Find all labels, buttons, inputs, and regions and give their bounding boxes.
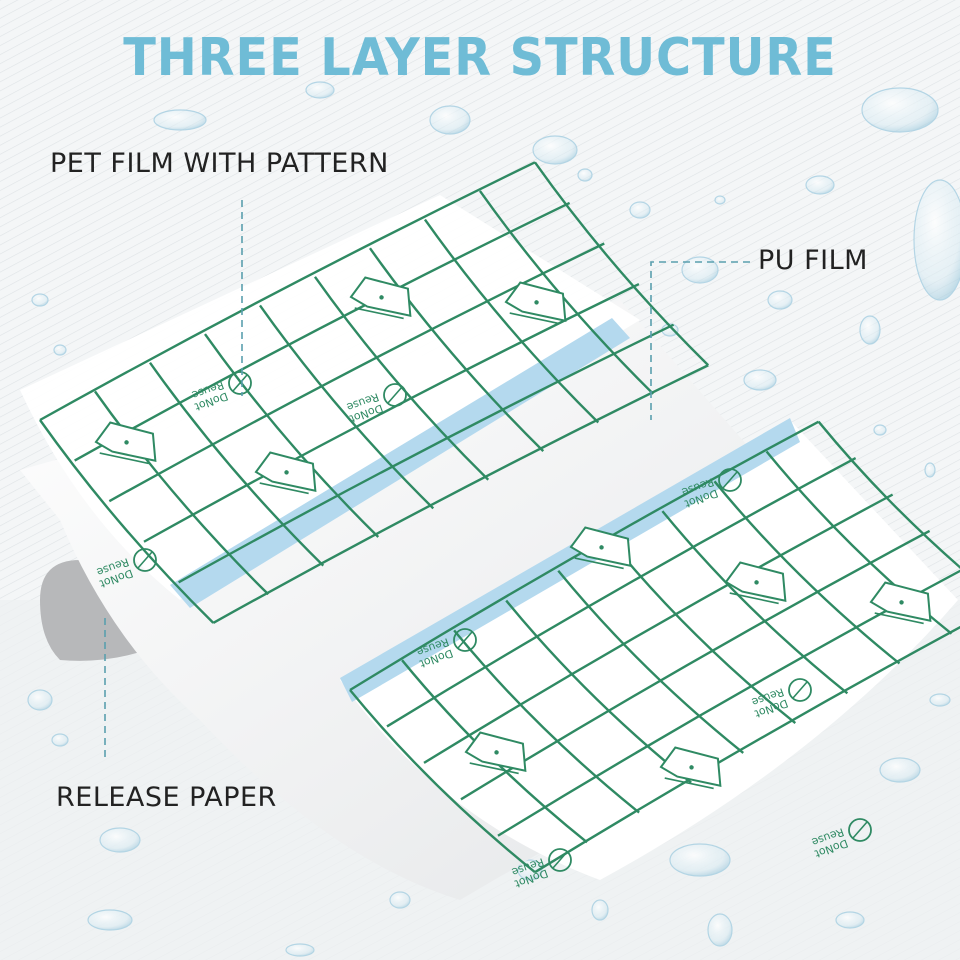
grid-line — [368, 247, 545, 452]
grid-line — [423, 218, 600, 424]
grid-line — [212, 364, 709, 624]
water-drop — [805, 175, 835, 195]
grid-line — [533, 161, 710, 367]
sheet-icon — [569, 526, 632, 570]
sheet-icon — [504, 281, 567, 325]
water-drop — [873, 424, 887, 436]
grid-line — [386, 457, 857, 728]
water-drop — [591, 899, 609, 921]
grid-line — [74, 201, 571, 462]
water-drop — [99, 827, 141, 853]
water-drop — [153, 109, 207, 131]
water-drop — [924, 462, 936, 478]
water-drop — [861, 87, 939, 133]
grid-line — [143, 282, 640, 543]
water-drop — [929, 693, 951, 707]
sheet-icon — [869, 581, 932, 625]
grid-line — [713, 480, 901, 665]
water-drop — [879, 757, 921, 783]
page-title: THREE LAYER STRUCTURE — [123, 28, 837, 88]
grid-line — [817, 420, 960, 569]
water-drop — [517, 859, 543, 881]
water-drop — [532, 135, 578, 165]
grid-line — [313, 276, 490, 481]
grid-line — [39, 161, 536, 422]
water-drop — [389, 891, 411, 909]
water-drop — [859, 315, 881, 345]
leader-lines — [104, 200, 750, 760]
water-drop — [577, 168, 593, 182]
grid-line — [453, 629, 640, 814]
grid-line — [258, 304, 435, 510]
sheet-icon — [659, 746, 722, 790]
grid-line — [149, 362, 325, 567]
sheet-icon — [724, 561, 787, 605]
water-drop — [714, 195, 726, 205]
water-drop — [681, 256, 719, 284]
grid-line — [178, 323, 675, 584]
water-drop — [31, 293, 49, 307]
grid-line — [204, 333, 380, 538]
water-drop — [767, 290, 793, 310]
water-drop — [53, 344, 67, 356]
grid-line — [423, 493, 894, 764]
label-pu-film: PU FILM — [758, 245, 868, 276]
water-droplets — [27, 81, 960, 957]
grid-line — [349, 689, 536, 874]
sheet-icon — [464, 731, 527, 775]
water-drop — [629, 201, 651, 219]
sheet-icon — [94, 421, 157, 465]
grid-line — [557, 569, 744, 754]
water-drop — [51, 733, 69, 747]
water-drop — [27, 689, 53, 711]
water-drop — [835, 911, 865, 929]
water-drop — [305, 81, 335, 99]
grid-line — [534, 625, 960, 874]
grid-line — [39, 419, 215, 624]
water-drop — [743, 369, 777, 391]
water-drop — [429, 105, 471, 135]
grid-line — [94, 390, 270, 596]
sheet-icon — [349, 276, 412, 320]
leader-line-pu — [650, 261, 750, 420]
water-drop — [87, 909, 133, 931]
water-drop — [707, 913, 733, 947]
grid-line — [108, 242, 605, 503]
label-pet-film: PET FILM WITH PATTERN — [50, 148, 389, 179]
green-grid-upper — [39, 161, 710, 624]
pet-film-upper-panel — [20, 161, 710, 624]
sheet-icon — [254, 451, 317, 495]
water-drop — [285, 943, 315, 957]
label-release-paper: RELEASE PAPER — [56, 782, 277, 813]
water-drop — [669, 843, 731, 877]
water-drop — [913, 179, 960, 301]
grid-line — [661, 510, 849, 695]
